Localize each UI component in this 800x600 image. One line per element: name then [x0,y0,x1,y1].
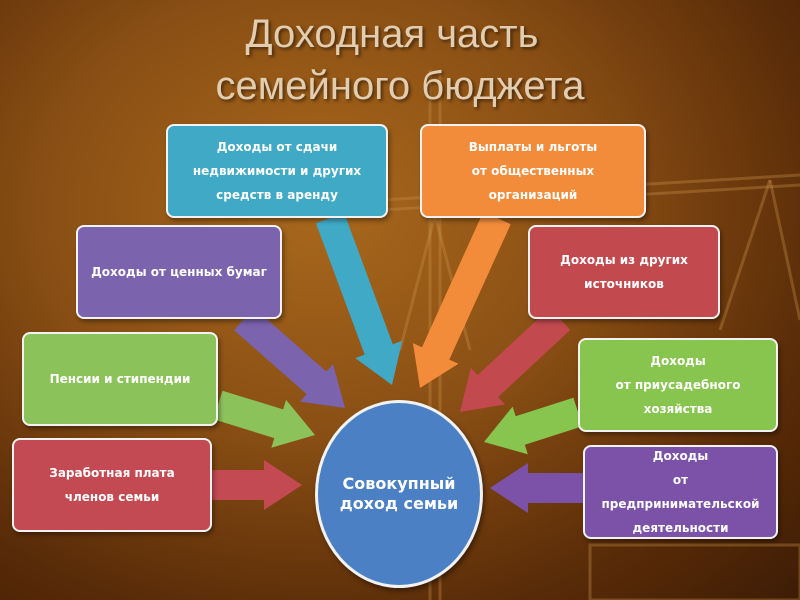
source-label-line: от приусадебного [615,378,741,392]
source-label-line: средств в аренду [216,188,338,202]
source-label-line: Заработная плата [49,466,175,480]
source-box-other: Доходы из других источников [528,225,720,319]
arrow-securities [234,307,345,408]
source-label-line: Доходы из других [560,253,688,267]
source-label-line: организаций [488,188,578,202]
source-label-line: от [672,473,689,487]
title-line-2: семейного бюджета [215,64,585,108]
total-income-circle: Совокупный доход семьи [315,400,483,588]
arrow-benefits [412,211,511,388]
total-income-line-2: доход семьи [339,494,459,513]
arrow-other [460,308,571,412]
source-label-line: Доходы от сдачи [216,140,338,154]
source-box-farm: Доходы от приусадебного хозяйства [578,338,778,432]
arrow-wages [212,460,302,510]
arrow-farm [484,397,583,455]
source-label-line: Доходы [650,354,706,368]
arrow-pensions [213,390,315,448]
source-box-securities: Доходы от ценных бумаг [76,225,282,319]
source-label-line: Доходы [652,449,709,463]
source-box-business: Доходы от предпринимательской деятельности [583,445,778,539]
source-box-benefits: Выплаты и льготы от общественных организац… [420,124,646,218]
title-line-1: Доходная часть [245,12,539,56]
source-label-line: Выплаты и льготы [468,140,598,154]
source-label-line: недвижимости и других [192,164,362,178]
source-box-wages: Заработная плата членов семьи [12,438,212,532]
total-income-line-1: Совокупный [342,474,456,493]
arrow-business [490,463,583,513]
source-label-line: источников [584,277,664,291]
source-box-pensions: Пенсии и стипендии [22,332,218,426]
source-box-rent: Доходы от сдачи недвижимости и других сред… [166,124,388,218]
source-label-line: Пенсии и стипендии [49,372,191,386]
source-label-line: от общественных [471,164,595,178]
arrow-rent [315,212,403,385]
source-label-line: хозяйства [643,402,713,416]
source-label-line: деятельности [632,521,729,535]
source-label-line: членов семьи [64,490,160,504]
source-label-line: предпринимательской [601,497,760,511]
source-label-line: Доходы от ценных бумаг [91,265,267,279]
